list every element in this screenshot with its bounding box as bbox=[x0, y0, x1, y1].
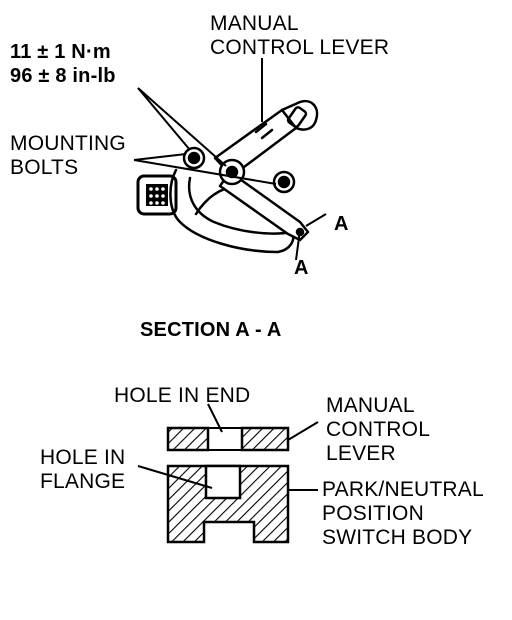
mounting-bolts-label-line1: MOUNTING bbox=[10, 132, 126, 155]
switch-body-label-line2: POSITION bbox=[322, 502, 424, 525]
section-marker-a-right: A bbox=[334, 213, 349, 235]
electrical-connector bbox=[136, 174, 178, 216]
switch-housing bbox=[169, 168, 295, 254]
hole-in-flange-label-line1: HOLE IN bbox=[40, 446, 126, 469]
mounting-bolt-right bbox=[272, 170, 296, 194]
manual-control-lever-label-line1: MANUAL bbox=[210, 12, 299, 35]
section-a-a-drawing bbox=[166, 426, 290, 544]
switch-body-label-line1: PARK/NEUTRAL bbox=[322, 478, 484, 501]
torque-nm-label: 11 ± 1 N·m bbox=[10, 41, 111, 63]
manual-control-lever-section-label-line3: LEVER bbox=[326, 442, 396, 465]
upper-leader-lines bbox=[133, 58, 327, 261]
torque-inlb-label: 96 ± 8 in-lb bbox=[10, 65, 116, 87]
mounting-bolts-label-line2: BOLTS bbox=[10, 156, 79, 179]
mounting-bolt-left bbox=[182, 146, 206, 170]
switch-body-label-line3: SWITCH BODY bbox=[322, 526, 473, 549]
section-title: SECTION A - A bbox=[140, 319, 282, 341]
lever-section-left bbox=[166, 426, 210, 452]
manual-control-lever-section-label-line2: CONTROL bbox=[326, 418, 431, 441]
hole-in-end-label: HOLE IN END bbox=[114, 384, 251, 407]
flange-hole bbox=[204, 464, 242, 500]
switch-body-section bbox=[166, 464, 290, 544]
manual-control-lever-label-line2: CONTROL LEVER bbox=[210, 36, 390, 59]
section-leader-lines bbox=[137, 403, 319, 491]
lower-arm bbox=[218, 170, 310, 242]
hole-in-flange-label-line2: FLANGE bbox=[40, 470, 126, 493]
section-marker-a-bottom: A bbox=[294, 257, 309, 279]
lever-section-right bbox=[240, 426, 290, 452]
manual-control-lever-section-label-line1: MANUAL bbox=[326, 394, 415, 417]
